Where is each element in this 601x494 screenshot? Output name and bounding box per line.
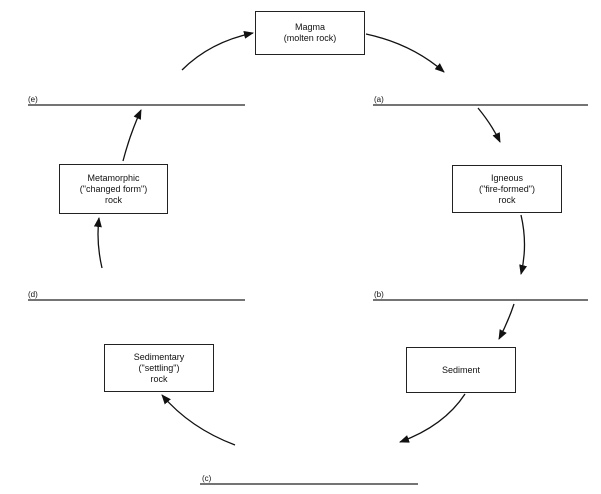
blank-label-e: (e) <box>28 95 38 104</box>
arrow-blank-c-to-sedimentary <box>161 394 236 446</box>
blank-label-d: (d) <box>28 290 38 299</box>
arrow-magma-to-igneous <box>365 33 445 73</box>
magma-label: Magma <box>294 22 325 32</box>
metamorphic-label: Metamorphic <box>87 172 140 183</box>
arrow-sediment-to-blank-c <box>399 393 466 443</box>
arrow-igneous-to-blank-b <box>519 214 527 275</box>
sedimentary-label: Sedimentary <box>133 351 185 362</box>
sedimentary-sublabel: ("settling") <box>138 362 180 373</box>
magma-sublabel: (molten rock) <box>283 33 337 43</box>
arrow-blank-b-to-sediment <box>498 303 515 340</box>
arrow-blank-d-to-metamorphic <box>93 217 103 269</box>
blank-label-c: (c) <box>202 474 212 483</box>
sediment-label: Sediment <box>441 364 481 375</box>
igneous-label: Igneous <box>490 172 524 183</box>
blank-label-b: (b) <box>374 290 384 299</box>
igneous-box: Igneous ("fire-formed") rock <box>452 165 562 213</box>
metamorphic-sublabel: ("changed form") <box>79 183 148 194</box>
arrow-blank-a-to-igneous <box>477 107 501 143</box>
igneous-rock-label: rock <box>498 194 516 205</box>
arrow-metamorphic-to-magma <box>181 30 254 71</box>
sedimentary-box: Sedimentary ("settling") rock <box>104 344 214 392</box>
magma-box: Magma (molten rock) <box>255 11 365 55</box>
metamorphic-rock-label: rock <box>104 194 122 205</box>
blank-label-a: (a) <box>374 95 384 104</box>
sedimentary-rock-label: rock <box>150 373 168 384</box>
arrow-blank-e-to-metamorphic <box>122 109 142 162</box>
igneous-sublabel: ("fire-formed") <box>479 183 535 194</box>
metamorphic-box: Metamorphic ("changed form") rock <box>59 164 168 214</box>
sediment-box: Sediment <box>406 347 516 393</box>
